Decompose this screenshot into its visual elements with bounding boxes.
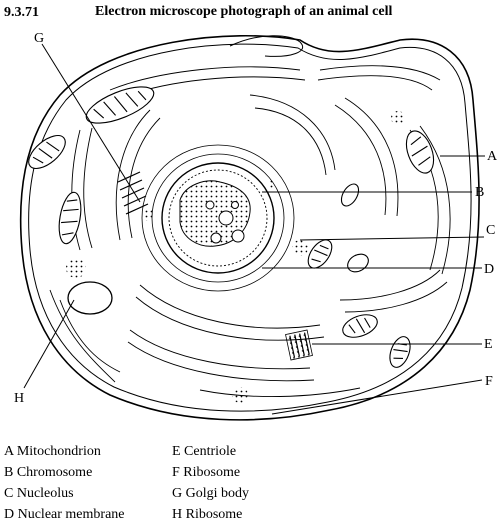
legend-item: H Ribosome xyxy=(172,504,242,525)
leader-F xyxy=(272,380,482,414)
mitochondrion-C xyxy=(303,236,336,273)
label-F: F xyxy=(485,374,493,389)
label-C: C xyxy=(486,223,495,238)
mitochondrion-lower-mid xyxy=(340,310,381,341)
legend-item: C Nucleolus xyxy=(4,483,172,504)
cell-diagram: A B C D E F G H xyxy=(0,0,501,440)
label-E: E xyxy=(484,337,493,352)
legend-item: E Centriole xyxy=(172,441,236,462)
mitochondrion-small-right xyxy=(338,181,362,209)
legend-item: G Golgi body xyxy=(172,483,249,504)
leader-G xyxy=(42,44,140,202)
ribosome-cluster-F xyxy=(232,387,248,403)
legend-item: B Chromosome xyxy=(4,462,172,483)
ribosome-cluster-center xyxy=(142,209,154,221)
legend: A Mitochondrion E Centriole B Chromosome… xyxy=(4,441,249,525)
legend-item: F Ribosome xyxy=(172,462,240,483)
label-H: H xyxy=(14,391,24,406)
legend-row: A Mitochondrion E Centriole xyxy=(4,441,249,462)
ribosome-cluster-C xyxy=(292,240,308,256)
mitochondrion-right xyxy=(344,251,371,276)
label-D: D xyxy=(484,262,494,277)
leader-lines xyxy=(24,44,485,414)
label-B: B xyxy=(475,185,484,200)
label-A: A xyxy=(487,149,498,164)
ribosome-cluster-H xyxy=(66,258,86,278)
centriole xyxy=(286,330,313,360)
mitochondrion-mid-left xyxy=(56,191,85,246)
label-G: G xyxy=(34,31,44,46)
legend-item: A Mitochondrion xyxy=(4,441,172,462)
leader-C xyxy=(300,237,484,240)
ribosome-cluster-top-right xyxy=(391,111,405,125)
cell-membrane-outer xyxy=(21,36,479,420)
mitochondrion-lower-right xyxy=(386,334,414,370)
legend-row: D Nuclear membrane H Ribosome xyxy=(4,504,249,525)
legend-row: B Chromosome F Ribosome xyxy=(4,462,249,483)
nucleolus xyxy=(219,211,233,225)
legend-item: D Nuclear membrane xyxy=(4,504,172,525)
leader-H xyxy=(24,300,74,388)
mitochondrion-top xyxy=(82,79,158,130)
vacuole xyxy=(68,282,112,314)
legend-row: C Nucleolus G Golgi body xyxy=(4,483,249,504)
golgi-body xyxy=(118,172,148,214)
mitochondrion-A xyxy=(401,127,439,177)
